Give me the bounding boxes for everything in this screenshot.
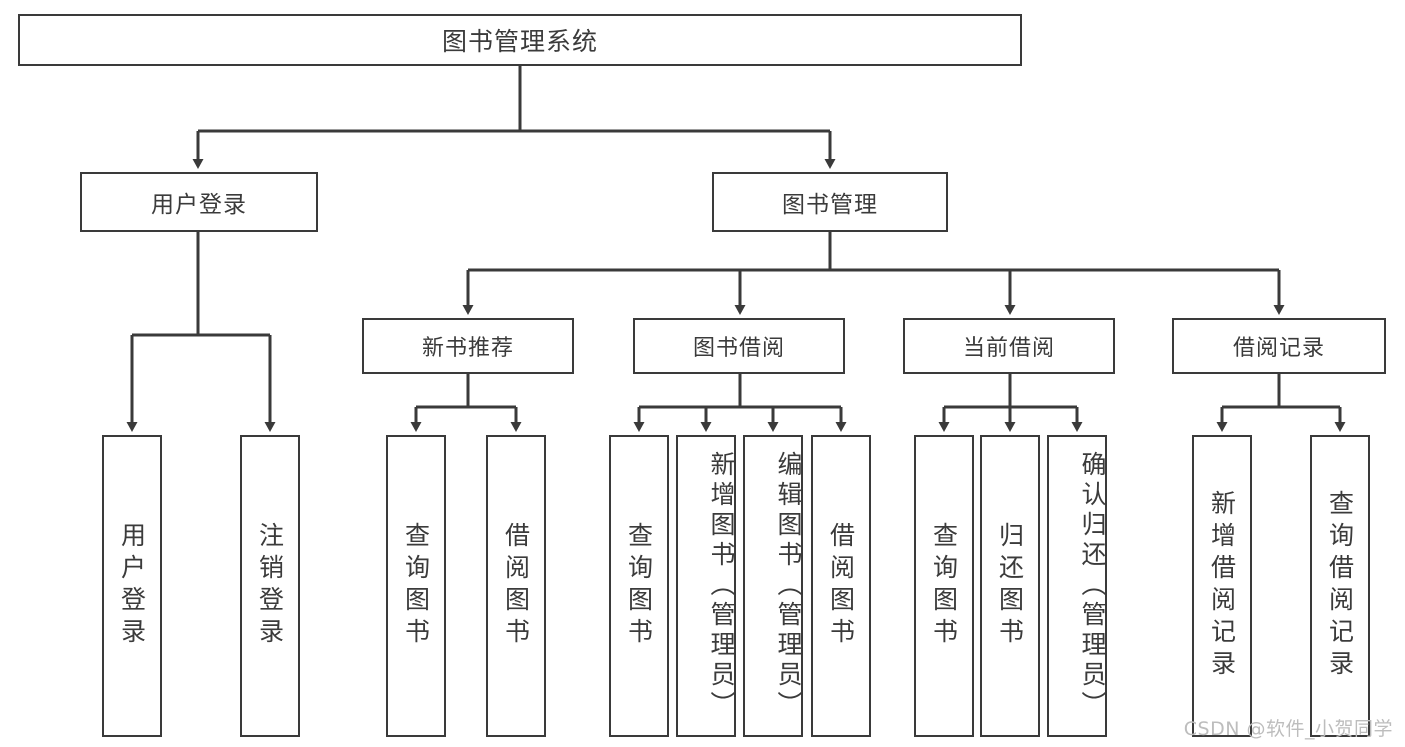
- node-root-book-management-system[interactable]: 图书管理系统: [18, 14, 1022, 66]
- leaf-user-login[interactable]: 用户登录: [102, 435, 162, 737]
- leaf-borrow-book-recommend[interactable]: 借阅图书: [486, 435, 546, 737]
- leaf-query-book-recommend[interactable]: 查询图书: [386, 435, 446, 737]
- leaf-add-book-admin[interactable]: 新增图书（管理员）: [676, 435, 736, 737]
- node-new-book-recommend[interactable]: 新书推荐: [362, 318, 574, 374]
- node-current-borrow[interactable]: 当前借阅: [903, 318, 1115, 374]
- node-borrow-record[interactable]: 借阅记录: [1172, 318, 1386, 374]
- leaf-confirm-return-admin[interactable]: 确认归还（管理员）: [1047, 435, 1107, 737]
- leaf-query-borrow-record[interactable]: 查询借阅记录: [1310, 435, 1370, 737]
- node-book-management[interactable]: 图书管理: [712, 172, 948, 232]
- watermark-text: CSDN @软件_小贺同学: [1183, 718, 1393, 740]
- leaf-logout[interactable]: 注销登录: [240, 435, 300, 737]
- leaf-query-book-current[interactable]: 查询图书: [914, 435, 974, 737]
- node-user-login[interactable]: 用户登录: [80, 172, 318, 232]
- leaf-edit-book-admin[interactable]: 编辑图书（管理员）: [743, 435, 803, 737]
- leaf-return-book[interactable]: 归还图书: [980, 435, 1040, 737]
- node-book-borrow[interactable]: 图书借阅: [633, 318, 845, 374]
- leaf-borrow-book[interactable]: 借阅图书: [811, 435, 871, 737]
- leaf-query-book-borrow[interactable]: 查询图书: [609, 435, 669, 737]
- leaf-add-borrow-record[interactable]: 新增借阅记录: [1192, 435, 1252, 737]
